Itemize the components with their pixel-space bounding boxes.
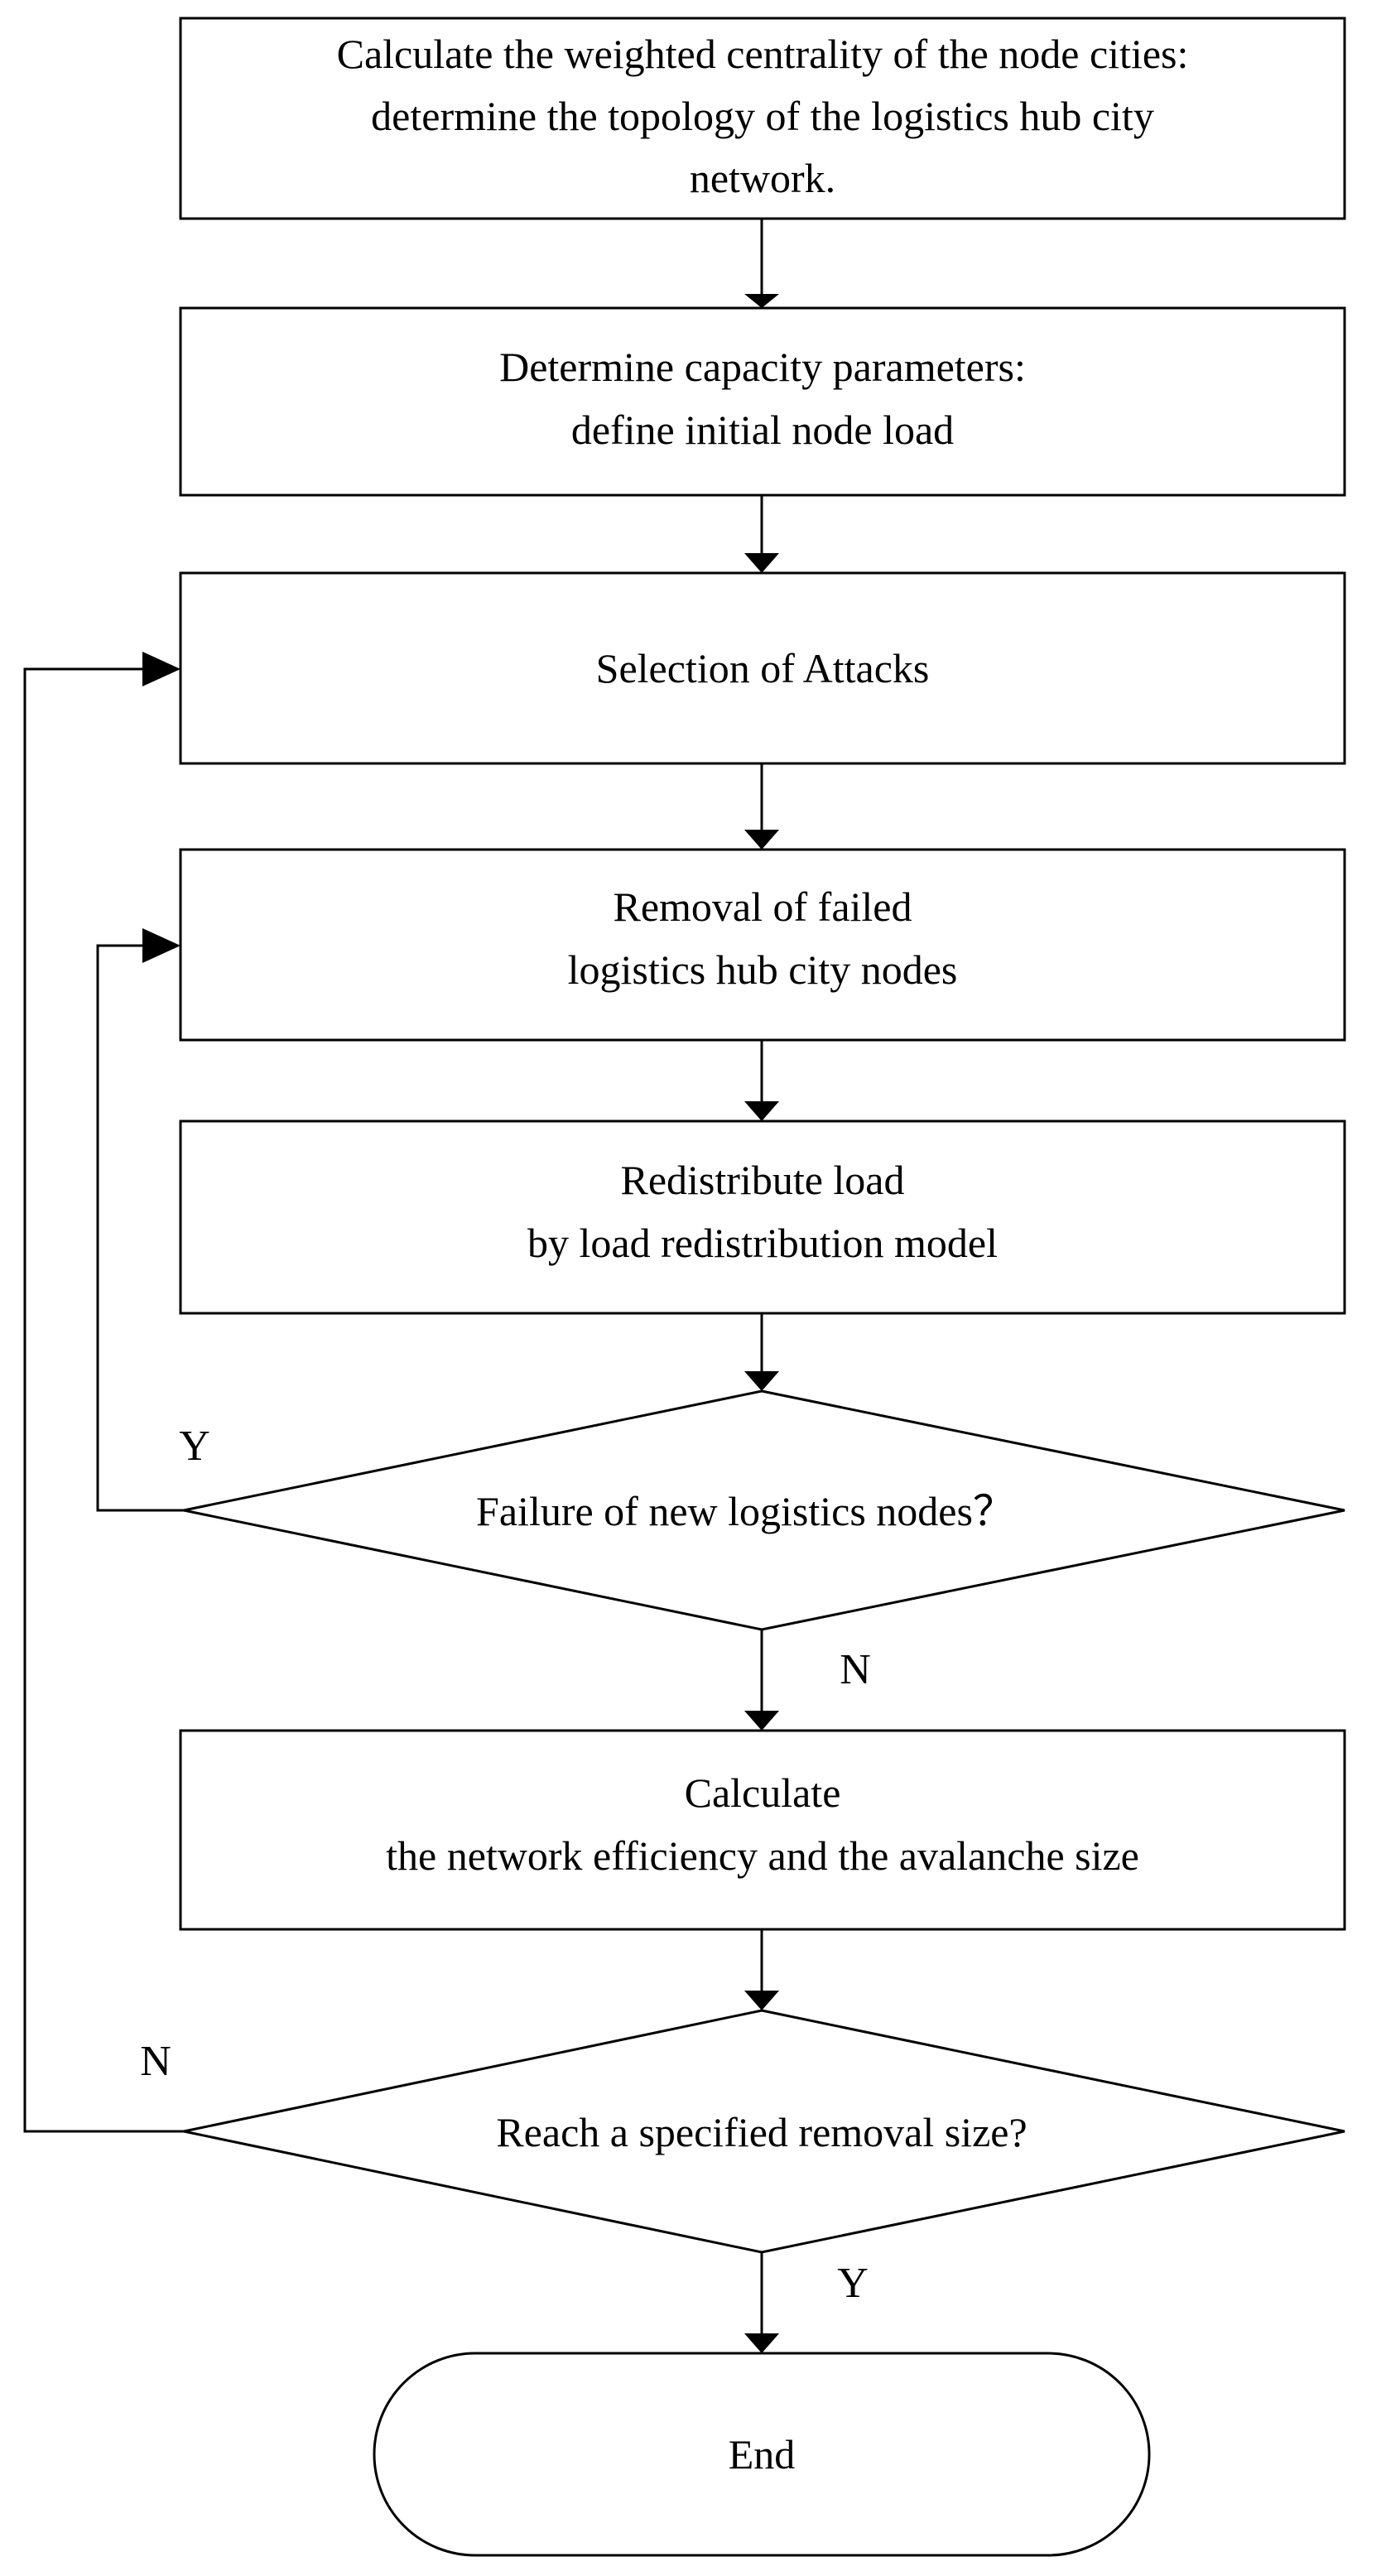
step-capacity-params-line-1: Determine capacity parameters: (499, 344, 1026, 390)
arrowhead-removal (744, 830, 779, 850)
step-calc-centrality: Calculate the weighted centrality of the… (179, 17, 1346, 220)
step-redistribute: Redistribute load by load redistribution… (179, 1119, 1346, 1315)
arrowhead-redistribute (744, 1101, 779, 1121)
arrowhead-end (744, 2333, 779, 2353)
step-redistribute-line-1: Redistribute load (621, 1157, 905, 1203)
decision-new-failures: Failure of new logistics nodes？ (183, 1389, 1345, 1631)
arrowhead-decision-removal-size (744, 1991, 779, 2010)
step-redistribute-line-2: by load redistribution model (527, 1220, 998, 1266)
step-calc-centrality-line-2: determine the topology of the logistics … (371, 93, 1154, 139)
terminal-end-label: End (729, 2431, 796, 2477)
decision-removal-size-no-label: N (140, 2038, 171, 2085)
decision-removal-size-yes-label: Y (837, 2260, 869, 2307)
step-calc-centrality-line-1: Calculate the weighted centrality of the… (337, 31, 1189, 77)
arrowhead-decision-failures (744, 1371, 779, 1391)
step-capacity-params-line-2: define initial node load (571, 407, 954, 453)
decision-removal-size: Reach a specified removal size? (183, 2009, 1345, 2254)
decision-removal-size-question: Reach a specified removal size? (496, 2109, 1027, 2155)
step-calc-centrality-line-3: network. (690, 155, 835, 201)
step-remove-failed-line-1: Removal of failed (614, 884, 912, 930)
arrowhead-loop-no (142, 652, 180, 686)
step-remove-failed: Removal of failed logistics hub city nod… (179, 848, 1346, 1042)
arrowhead-loop-yes (142, 928, 180, 963)
loop-no-to-attacks (23, 667, 184, 2133)
loop-yes-to-removal (96, 944, 184, 1512)
step-remove-failed-line-2: logistics hub city nodes (568, 946, 958, 993)
step-capacity-params: Determine capacity parameters: define in… (179, 306, 1346, 497)
step-calc-efficiency-line-2: the network efficiency and the avalanche… (386, 1832, 1139, 1879)
arrowhead-efficiency (744, 1711, 779, 1731)
decision-new-failures-yes-label: Y (179, 1423, 210, 1470)
terminal-end: End (373, 2352, 1151, 2557)
step-select-attacks: Selection of Attacks (179, 571, 1346, 765)
step-calc-efficiency: Calculate the network efficiency and the… (179, 1729, 1346, 1931)
step-select-attacks-line-1: Selection of Attacks (596, 645, 930, 691)
step-calc-efficiency-line-1: Calculate (685, 1769, 841, 1816)
arrowhead-attacks (744, 553, 779, 573)
decision-new-failures-question: Failure of new logistics nodes？ (476, 1488, 1014, 1534)
decision-new-failures-no-label: N (840, 1646, 871, 1693)
arrowhead-capacity (744, 294, 779, 308)
